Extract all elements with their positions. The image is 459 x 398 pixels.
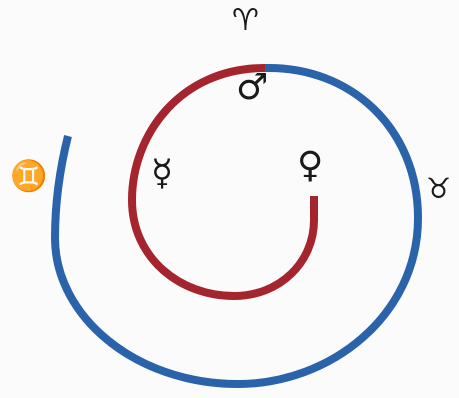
venus-symbol-icon: ♀ xyxy=(297,145,324,186)
mars-symbol-icon: ♂ xyxy=(236,67,269,108)
outer-spiral-path xyxy=(50,63,423,389)
gemini-sign-icon: ♊ xyxy=(10,159,48,194)
inner-spiral-path xyxy=(127,64,318,301)
taurus-sign-icon: ♉ xyxy=(426,172,452,205)
aries-sign-icon: ♈ xyxy=(232,3,259,38)
mercury-symbol-icon: ☿ xyxy=(151,153,174,194)
